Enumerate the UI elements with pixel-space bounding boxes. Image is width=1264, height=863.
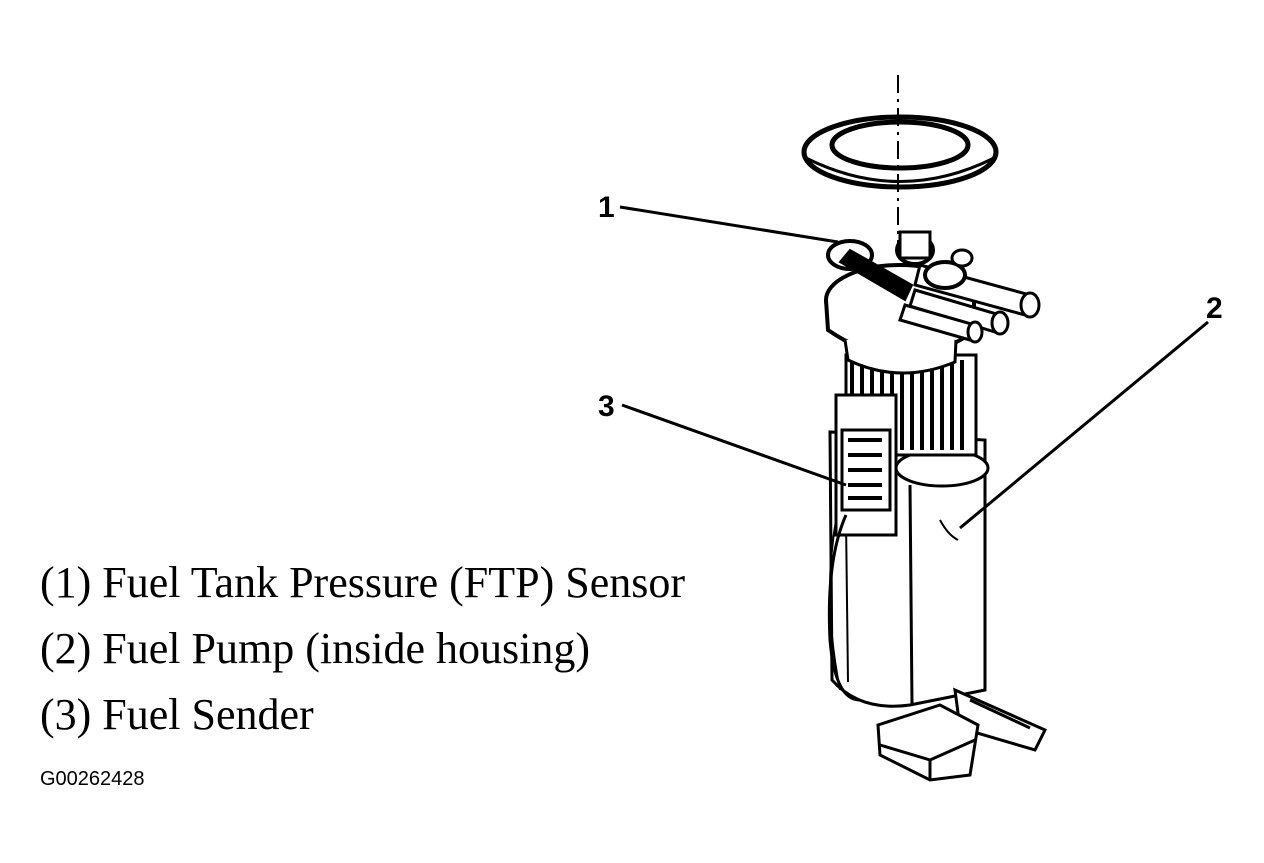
callout-3: 3 bbox=[598, 390, 615, 423]
figure-id: G00262428 bbox=[40, 768, 145, 790]
strainer-float bbox=[876, 687, 1048, 782]
ftp-sensor-body bbox=[826, 230, 974, 302]
legend-item-ftp-sensor: (1) Fuel Tank Pressure (FTP) Sensor bbox=[40, 558, 686, 607]
fuel-sender bbox=[827, 428, 892, 702]
legend: (1) Fuel Tank Pressure (FTP) Sensor (2) … bbox=[40, 550, 685, 748]
sealing-ring bbox=[801, 114, 999, 190]
leader-lines bbox=[619, 205, 1209, 530]
legend-item-fuel-sender: (3) Fuel Sender bbox=[40, 690, 314, 739]
callout-1: 1 bbox=[598, 191, 615, 224]
legend-item-fuel-pump: (2) Fuel Pump (inside housing) bbox=[40, 624, 590, 673]
callout-2: 2 bbox=[1206, 292, 1223, 325]
